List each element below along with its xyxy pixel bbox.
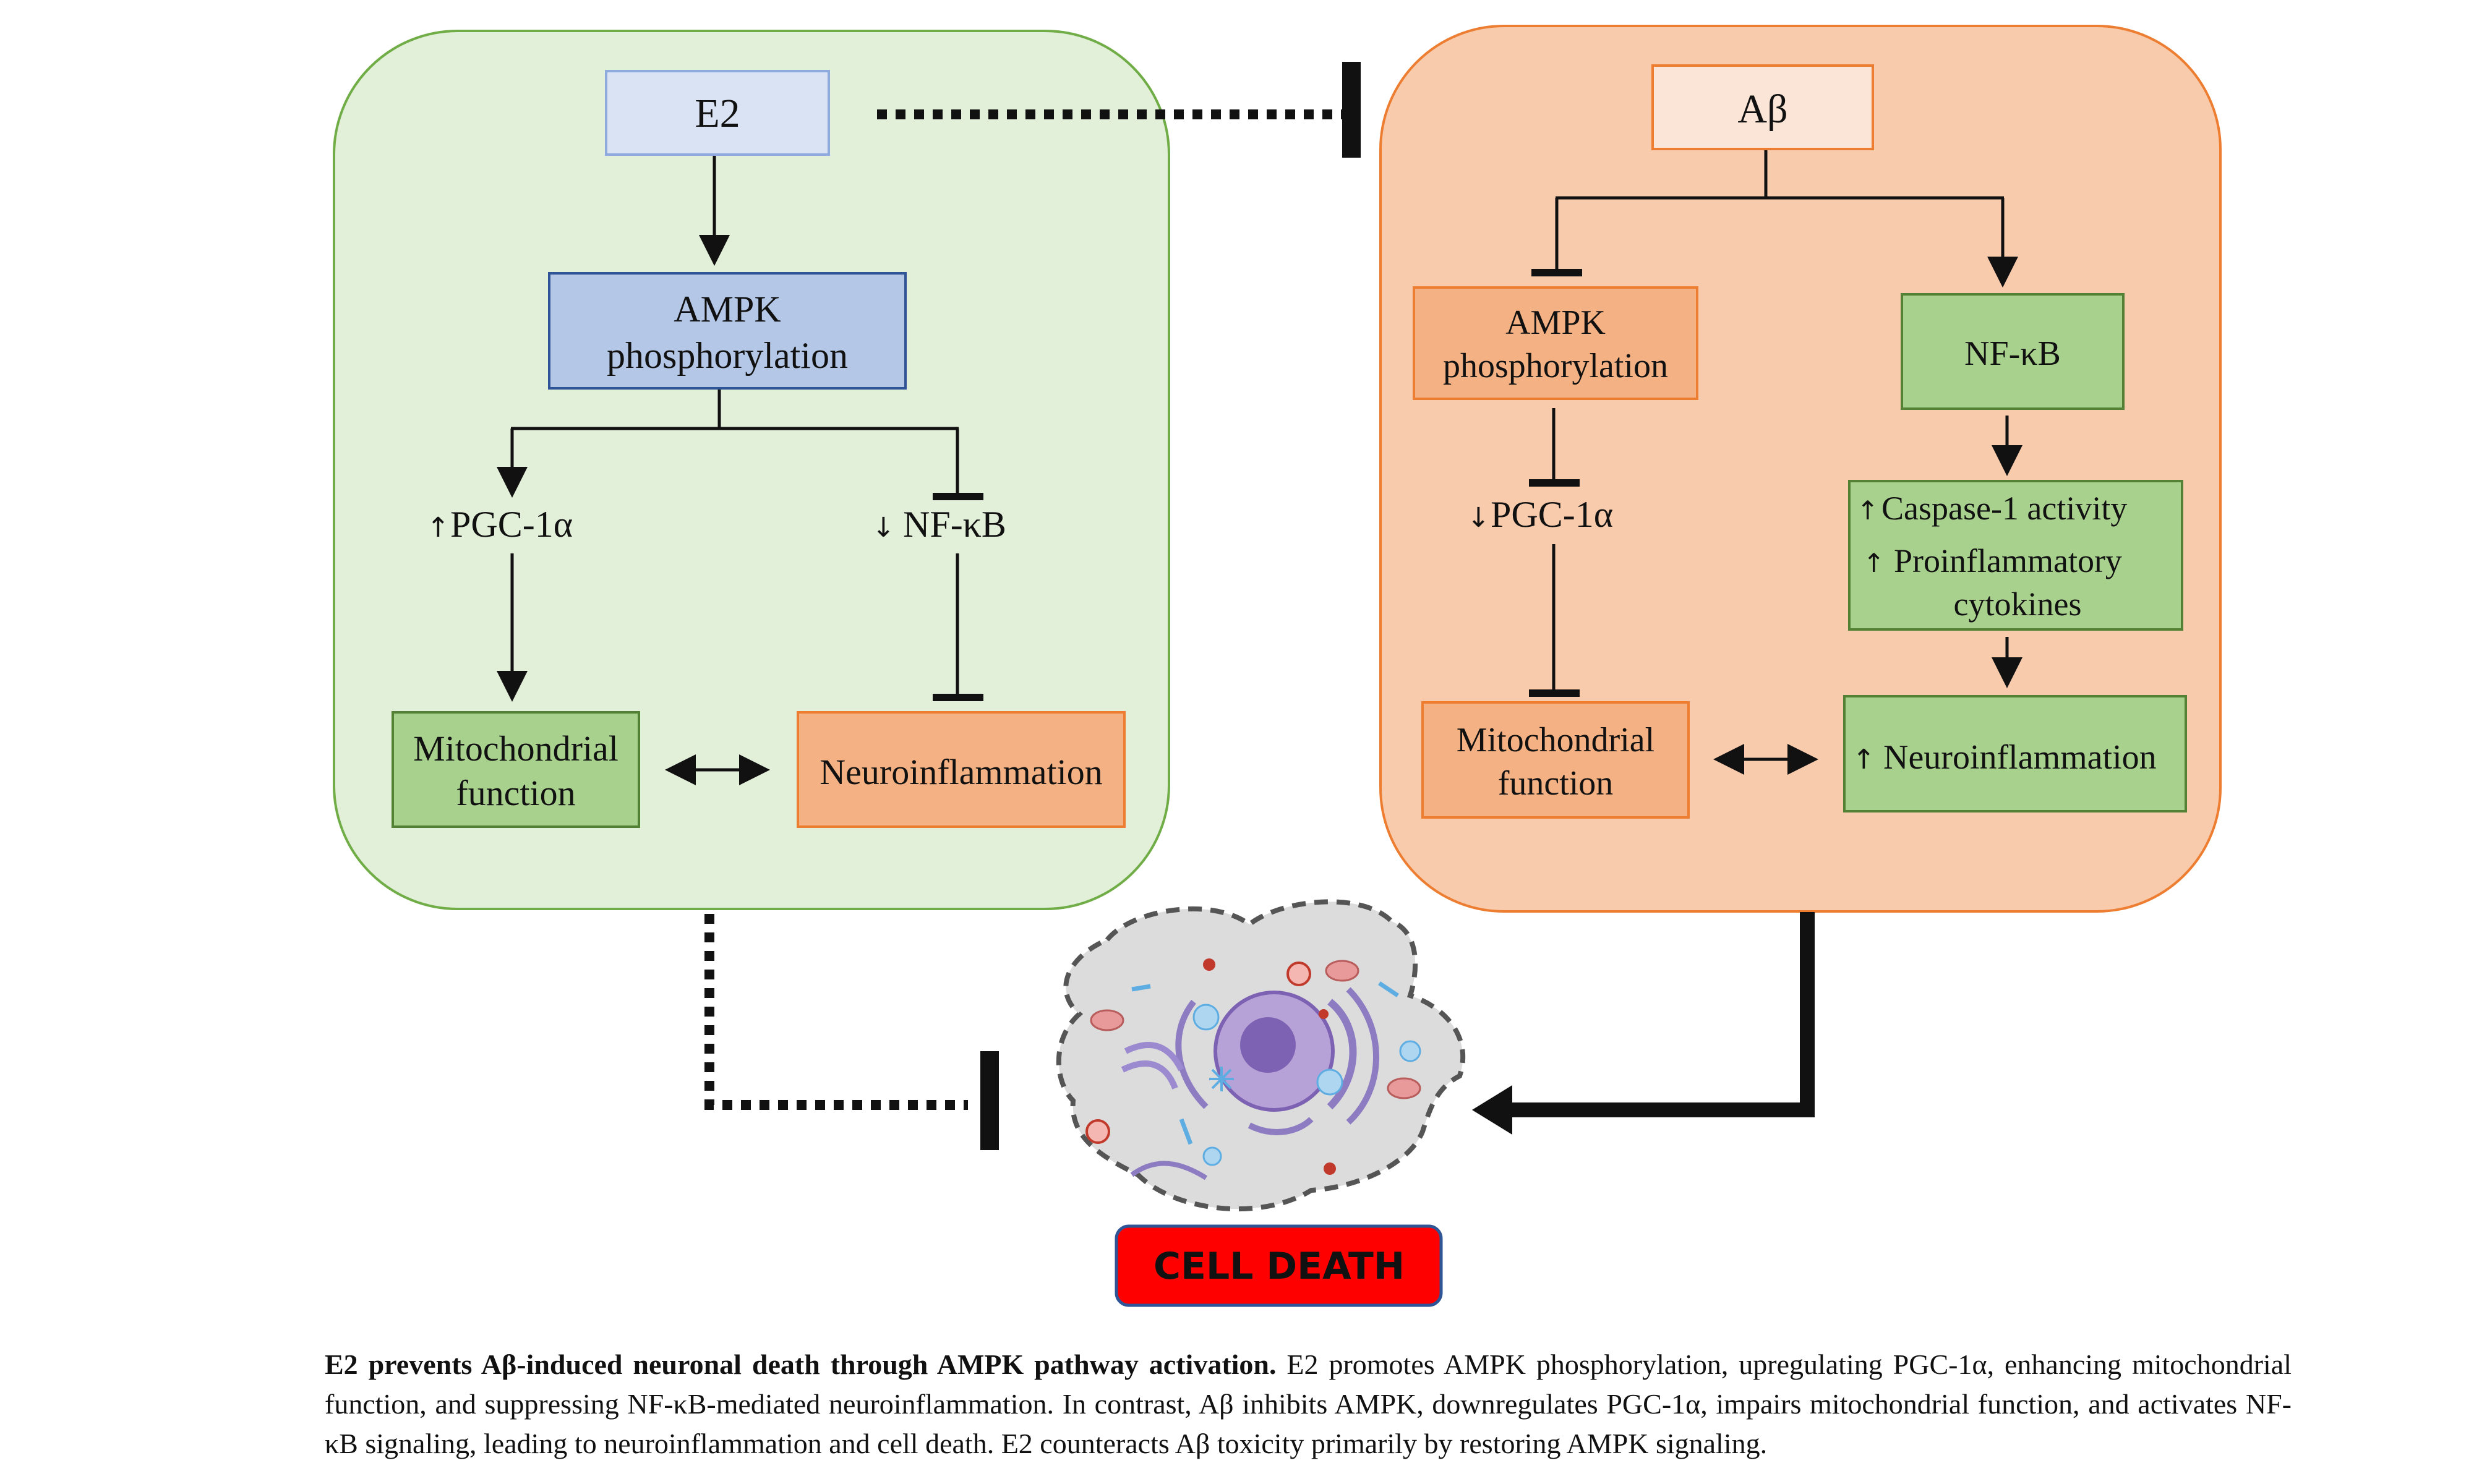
pgc-label-left: PGC-1α [450,504,573,545]
up-arrow-proinf: ↑ [1863,548,1885,578]
figure-caption: E2 prevents Aβ-induced neuronal death th… [325,1345,2292,1464]
nfkb-box-right [1901,293,2125,410]
ampk-box-left [548,272,907,390]
caption-text: E2 promotes AMPK phosphorylation, upregu… [325,1349,2292,1459]
down-arrow-pgc-right: ↓ [1467,502,1490,534]
up-arrow-caspase: ↑ [1857,495,1878,526]
cell-death-label: CELL DEATH [1154,1245,1405,1288]
e2-box [605,70,830,156]
down-arrow-nfkb-left: ↓ [872,512,895,544]
e2-panel [333,30,1170,910]
neuron-cell-icon [1056,899,1466,1212]
mito-label-left-2: function [456,773,575,813]
mito-box-right [1421,701,1690,819]
ampk-label-right-2: phosphorylation [1443,347,1668,385]
ampk-box-right [1413,286,1698,400]
mito-label-right-2: function [1498,764,1614,803]
cell-death-box [1115,1224,1443,1307]
mito-label-right-1: Mitochondrial [1457,721,1654,759]
nfkb-label-left: NF-κB [903,504,1006,545]
arrow-abeta-cell [1512,912,1815,1117]
up-arrow-neuro-right: ↑ [1852,744,1875,775]
arrow-abeta-cell-head [1472,1085,1512,1135]
nfkb-label-right: NF-κB [1964,335,2061,373]
mito-label-left-1: Mitochondrial [413,728,618,769]
pgc-label-right: PGC-1α [1491,494,1613,535]
neuro-box-right [1843,695,2187,812]
proinf-label-2: cytokines [1954,586,2082,623]
caspase-label: Caspase-1 activity [1881,490,2127,527]
mito-box-left [392,711,640,828]
ampk-label-left-1: AMPK [674,289,781,330]
ampk-label-left-2: phosphorylation [607,335,848,376]
inhibit-e2-cell [704,914,968,1110]
caption-bold: E2 prevents Aβ-induced neuronal death th… [325,1349,1277,1380]
ampk-label-right-1: AMPK [1505,304,1606,342]
abeta-box [1651,64,1874,150]
neuro-box-left [797,711,1126,828]
proinf-label-1: Proinflammatory [1894,542,2122,579]
neuro-label-right: Neuroinflammation [1883,738,2157,777]
abeta-label: Aβ [1737,87,1787,132]
neuro-label-left: Neuroinflammation [820,752,1102,792]
caspase-box [1848,480,2183,631]
abeta-panel [1379,25,2222,913]
e2-label: E2 [695,91,740,136]
up-arrow-pgc-left: ↑ [427,512,450,544]
